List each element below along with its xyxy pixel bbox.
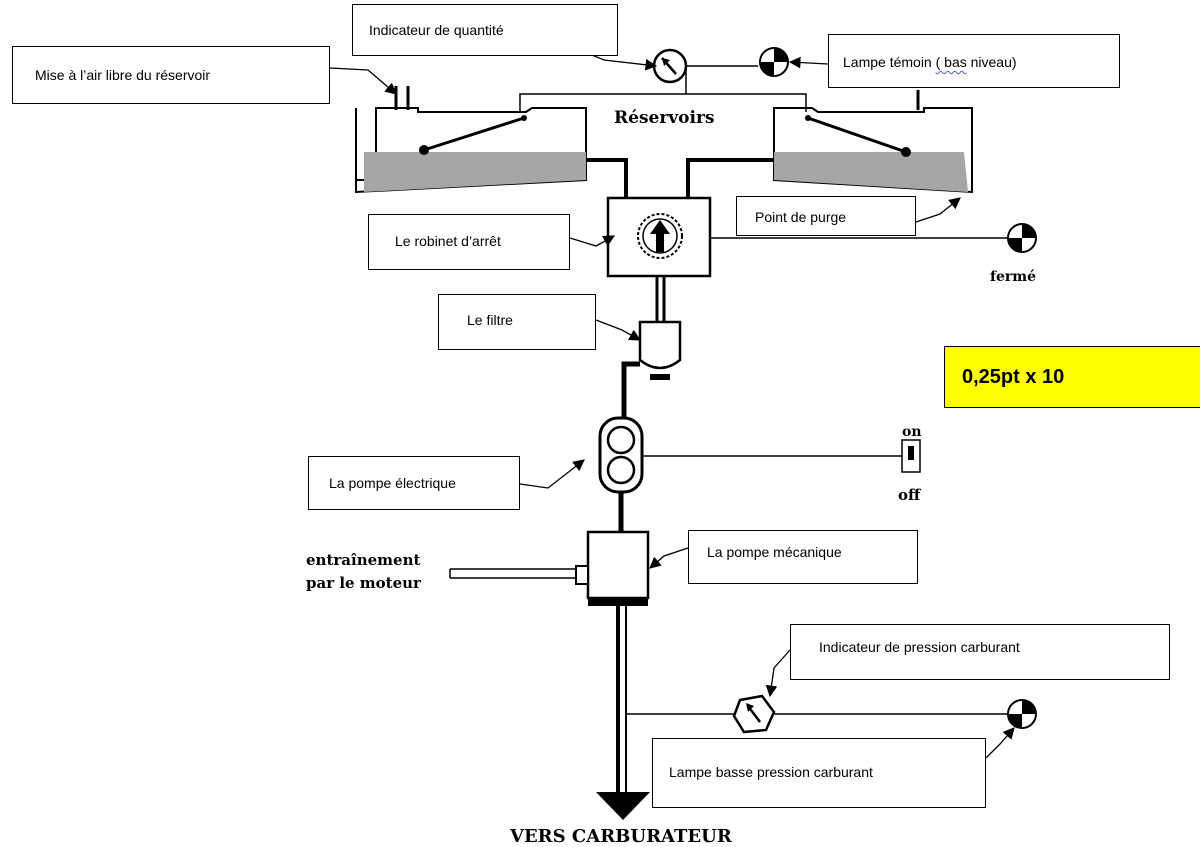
score-note-text: 0,25pt x 10 <box>962 366 1065 388</box>
right-tank-fuel <box>774 152 968 192</box>
tank-label: Réservoirs <box>614 108 715 128</box>
callout-mechanical-pump-text: La pompe mécanique <box>707 544 842 560</box>
callout-low-pressure-lamp-text: Lampe basse pression carburant <box>669 764 873 780</box>
right-tank <box>773 90 973 194</box>
callout-warning-lamp-suffix: niveau) <box>966 54 1017 70</box>
leader-mechanical-pump <box>649 547 689 569</box>
leader-drain-point <box>915 197 961 223</box>
engine-drive-label-line1: entraînement <box>306 551 420 569</box>
callout-mechanical-pump: La pompe mécanique <box>688 530 918 584</box>
callout-quantity-indicator: Indicateur de quantité <box>352 4 618 56</box>
left-tank-outlet <box>586 158 628 198</box>
score-note: 0,25pt x 10 <box>944 346 1200 408</box>
left-float-arm <box>423 116 525 152</box>
left-tank-fuel <box>364 152 586 192</box>
callout-shutoff-valve-text: Le robinet d’arrêt <box>395 233 501 249</box>
callout-shutoff-valve: Le robinet d’arrêt <box>368 214 570 270</box>
switch-off-label: off <box>898 486 922 504</box>
valve-closed-lamp <box>1007 223 1037 253</box>
right-float-arm <box>807 116 907 154</box>
callout-drain-point: Point de purge <box>736 196 916 236</box>
gauge-linkage <box>519 93 807 112</box>
left-tank <box>355 86 587 194</box>
callout-quantity-indicator-text: Indicateur de quantité <box>369 22 504 38</box>
callout-warning-lamp-flagged: ( bas <box>935 54 967 70</box>
pump-switch <box>901 439 921 473</box>
quantity-gauge <box>652 48 688 84</box>
callout-tank-vent-text: Mise à l’air libre du réservoir <box>35 67 211 83</box>
fuel-filter <box>638 320 682 380</box>
outlet-arrow <box>596 792 650 820</box>
outlet-label: VERS CARBURATEUR <box>509 826 733 847</box>
callout-pressure-indicator: Indicateur de pression carburant <box>790 624 1170 680</box>
mechanical-pump <box>575 530 650 606</box>
electric-pump <box>598 416 644 494</box>
callout-filter: Le filtre <box>438 294 596 350</box>
switch-on-label: on <box>902 424 922 440</box>
leader-tank-vent <box>329 67 397 95</box>
callout-pressure-indicator-text: Indicateur de pression carburant <box>819 639 1020 655</box>
right-float <box>901 147 911 157</box>
callout-tank-vent: Mise à l’air libre du réservoir <box>12 46 330 104</box>
shutoff-valve <box>606 196 712 278</box>
low-pressure-lamp <box>1007 699 1037 729</box>
callout-warning-lamp: Lampe témoin ( bas niveau) <box>828 34 1120 88</box>
leader-pressure-indicator <box>765 649 791 698</box>
leader-shutoff-valve <box>569 235 616 247</box>
low-level-lamp <box>759 47 789 77</box>
callout-drain-point-text: Point de purge <box>755 209 847 225</box>
callout-electric-pump-text: La pompe électrique <box>329 475 456 491</box>
right-tank-outlet <box>686 158 774 198</box>
leader-filter <box>595 319 642 341</box>
callout-filter-text: Le filtre <box>467 312 513 328</box>
left-float <box>419 145 429 155</box>
leader-electric-pump <box>519 459 585 489</box>
valve-closed-label: fermé <box>990 269 1036 285</box>
engine-drive-label-line2: par le moteur <box>306 574 422 592</box>
callout-low-pressure-lamp: Lampe basse pression carburant <box>652 738 986 808</box>
leader-low-pressure-lamp <box>985 727 1015 759</box>
pressure-gauge <box>732 694 776 734</box>
callout-warning-lamp-prefix: Lampe témoin <box>843 54 936 70</box>
leader-warning-lamp <box>788 56 829 69</box>
callout-electric-pump: La pompe électrique <box>308 456 520 510</box>
